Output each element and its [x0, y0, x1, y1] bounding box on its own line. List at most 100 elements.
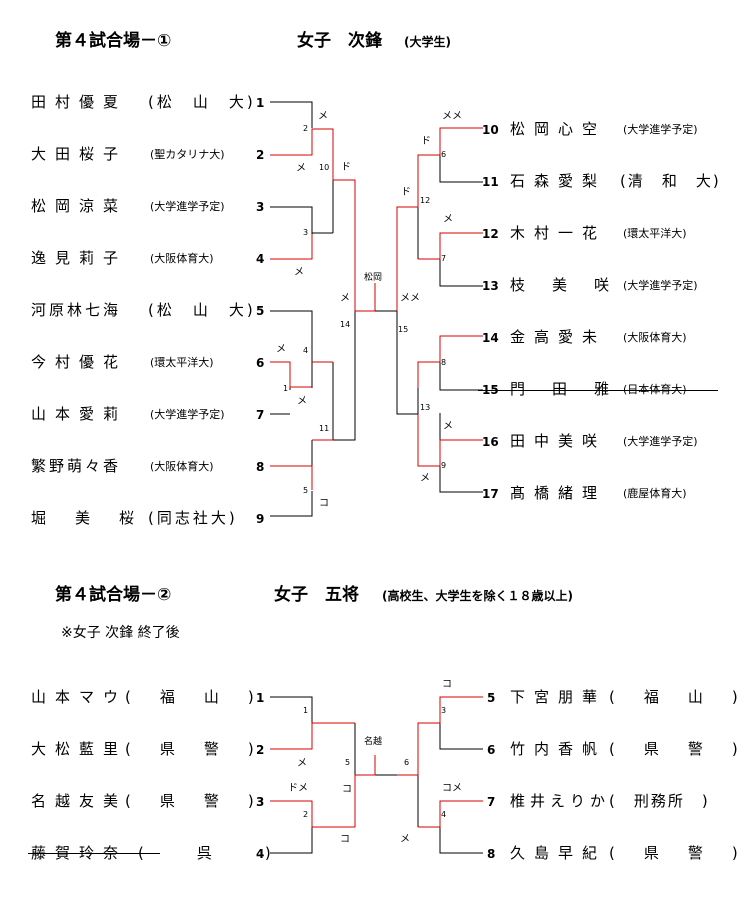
point-mark: ドメ — [288, 783, 308, 794]
s1-player-name: 大田桜子 — [31, 145, 128, 163]
s1-player-name: 松岡心空 — [510, 120, 607, 138]
s1-player-name: 金高愛未 — [510, 328, 607, 346]
s1-player-aff: (聖カタリナ大) — [150, 148, 225, 161]
s1-player-aff: (清 和 大) — [620, 172, 721, 190]
point-mark: コメ — [442, 783, 462, 794]
s1-player-aff: (環太平洋大) — [150, 356, 214, 369]
s1-seed: 11 — [482, 175, 499, 189]
s1-player-aff: (環太平洋大) — [623, 227, 687, 240]
s2-player-name: 名越友美 — [31, 792, 128, 810]
s1-player-name: 枝 美 咲 — [510, 276, 616, 294]
s2-player-aff: ( 県 警 ) — [125, 792, 261, 810]
match-number: 5 — [345, 758, 351, 767]
s1-player-aff: (同志社大) — [148, 509, 238, 527]
match-number: 14 — [340, 320, 351, 329]
point-mark: メ — [297, 396, 307, 407]
s1-player-aff: (松 山 大) — [148, 301, 256, 319]
s1-player-name: 堀 美 桜 — [31, 509, 142, 527]
point-mark: メ — [276, 344, 286, 355]
section2-event: 女子 五将 — [274, 585, 359, 605]
match-number: 15 — [398, 325, 409, 334]
s2-player-aff: ( 福 山 ) — [125, 688, 261, 706]
s2-player-aff: ( 呉 ) — [138, 844, 290, 862]
match-number: 3 — [441, 706, 447, 715]
s1-seed: 5 — [256, 304, 265, 318]
s1-player-aff: (大学進学予定) — [623, 123, 698, 136]
section1-event-note: (大学生) — [404, 35, 451, 49]
s1-seed: 14 — [482, 331, 499, 345]
point-mark: メメ — [442, 111, 462, 122]
s1-player-name: 石森愛梨 — [510, 172, 607, 190]
point-mark: メ — [340, 293, 350, 304]
s1-seed: 6 — [256, 356, 265, 370]
s2-player-name: 下宮朋華 — [510, 688, 607, 706]
s2-seed: 7 — [487, 795, 496, 809]
section2-event-note: (高校生、大学生を除く１８歳以上) — [382, 589, 573, 603]
s1-seed: 8 — [256, 460, 265, 474]
s2-player-aff: ( 刑務所 ) — [609, 792, 710, 810]
s1-player-aff: (松 山 大) — [148, 93, 256, 111]
s2-seed: 3 — [256, 795, 265, 809]
point-mark: ド — [421, 136, 431, 147]
s2-player-name: 久島早紀 — [510, 844, 607, 862]
point-mark: ド — [401, 187, 411, 198]
s1-seed: 13 — [482, 279, 499, 293]
match-number: 6 — [404, 758, 410, 767]
point-mark: コ — [340, 834, 350, 845]
s1-seed: 17 — [482, 487, 499, 501]
s1-seed: 12 — [482, 227, 499, 241]
strikethrough — [28, 853, 160, 854]
match-number: 4 — [441, 810, 447, 819]
s1-player-name: 田村優夏 — [31, 93, 128, 111]
s1-player-name: 逸見莉子 — [31, 249, 128, 267]
section2-note: ※女子 次鋒 終了後 — [61, 625, 180, 641]
s2-player-name: 大松藍里 — [31, 740, 128, 758]
point-mark: ド — [341, 162, 351, 173]
match-number: 1 — [303, 706, 309, 715]
point-mark: メ — [443, 421, 453, 432]
s2-player-aff: ( 県 警 ) — [125, 740, 261, 758]
point-mark: メ — [294, 267, 304, 278]
s2-player-name: 山本マウ — [31, 688, 128, 706]
section1-event: 女子 次鋒 — [297, 31, 382, 51]
match-number: 4 — [303, 346, 309, 355]
s1-seed: 4 — [256, 252, 265, 266]
match-number: 9 — [441, 461, 447, 470]
strikethrough — [478, 390, 718, 391]
point-mark: メ — [318, 111, 328, 122]
s1-player-aff: (日本体育大) — [623, 383, 687, 396]
match-number: 10 — [319, 163, 330, 172]
match-number: 1 — [283, 384, 289, 393]
point-mark: コ — [342, 784, 352, 795]
s1-player-aff: (大阪体育大) — [150, 460, 214, 473]
s1-player-name: 木村一花 — [510, 224, 607, 242]
point-mark: メ — [400, 834, 410, 845]
s1-player-aff: (鹿屋体育大) — [623, 487, 687, 500]
match-number: 13 — [420, 403, 431, 412]
s1-player-name: 繁野萌々香 — [31, 457, 122, 475]
s1-player-aff: (大学進学予定) — [623, 279, 698, 292]
point-mark: コ — [442, 679, 452, 690]
match-number: 6 — [441, 150, 447, 159]
s1-player-aff: (大阪体育大) — [150, 252, 214, 265]
match-number: 11 — [319, 424, 330, 433]
point-mark: コ — [319, 498, 329, 509]
s1-seed: 3 — [256, 200, 265, 214]
s2-seed: 5 — [487, 691, 496, 705]
s2-player-aff: ( 県 警 ) — [609, 844, 745, 862]
s2-seed: 1 — [256, 691, 265, 705]
match-number: 8 — [441, 358, 447, 367]
s1-player-aff: (大学進学予定) — [150, 200, 225, 213]
s2-seed: 6 — [487, 743, 496, 757]
s1-player-aff: (大学進学予定) — [150, 408, 225, 421]
point-mark: メ — [297, 758, 307, 769]
s1-player-name: 松岡涼菜 — [31, 197, 128, 215]
point-mark: メ — [420, 473, 430, 484]
match-number: 3 — [303, 228, 309, 237]
s1-player-name: 門 田 雅 — [510, 380, 616, 398]
s2-seed: 8 — [487, 847, 496, 861]
s1-seed: 16 — [482, 435, 499, 449]
section1-title: 第４試合場－① — [55, 31, 172, 51]
